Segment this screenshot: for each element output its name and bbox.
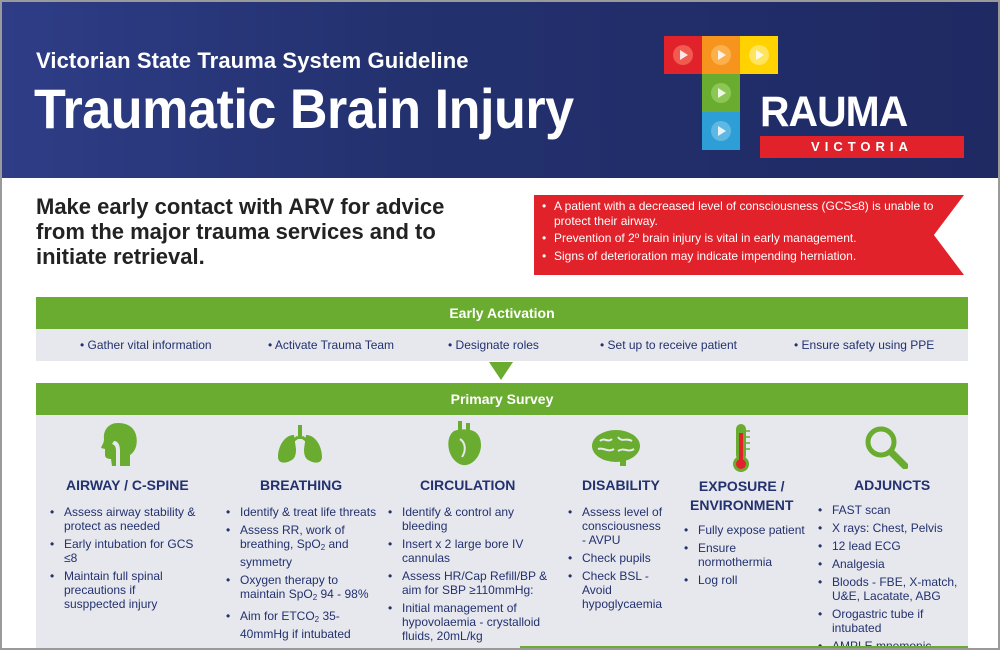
circulation-item: Insert x 2 large bore IV cannulas [388,537,558,565]
page-title: Traumatic Brain Injury [34,77,574,140]
breathing-heading: BREATHING [260,477,343,493]
thermometer-icon [733,424,750,472]
alert-item: Signs of deterioration may indicate impe… [542,249,942,264]
activation-item: • Ensure safety using PPE [794,338,935,352]
adjuncts-item: AMPLE mnemonic [818,639,968,648]
trauma-victoria-logo: RAUMA VICTORIA [664,36,964,158]
alert-banner: A patient with a decreased level of cons… [534,195,964,275]
breathing-item: Oxygen therapy to maintain SpO2 94 - 98% [226,573,386,605]
circulation-item: Assess HR/Cap Refill/BP & aim for SBP ≥1… [388,569,558,597]
early-activation-header: Early Activation [36,297,968,329]
activation-item: • Gather vital information [80,338,212,352]
adjuncts-item: Analgesia [818,557,968,571]
adjuncts-heading: ADJUNCTS [854,477,931,493]
flow-arrow-icon [489,362,513,380]
breathing-item: Assess RR, work of breathing, SpO2 and s… [226,523,386,569]
circulation-heading: CIRCULATION [420,477,516,493]
logo-subtitle: VICTORIA [760,136,964,158]
adjuncts-item: 12 lead ECG [818,539,968,553]
disability-heading: DISABILITY [582,477,660,493]
airway-heading: AIRWAY / C-SPINE [66,477,189,493]
header-banner: Victorian State Trauma System Guideline … [2,2,998,178]
logo-tile-blue [702,112,740,150]
breathing-item: Identify & treat life threats [226,505,386,519]
adjuncts-item: X rays: Chest, Pelvis [818,521,968,535]
disability-item: Check pupils [568,551,668,565]
alert-item: Prevention of 2º brain injury is vital i… [542,231,942,246]
brain-icon [592,430,640,466]
breathing-item: Aim for ETCO2 35-40mmHg if intubated [226,609,386,641]
primary-survey-panel: AIRWAY / C-SPINE Assess airway stability… [36,415,968,648]
adjuncts-item: Orogastric tube if intubated [818,607,968,635]
logo-tile-yellow [740,36,778,74]
airway-item: Maintain full spinal precautions if susp… [50,569,200,611]
adjuncts-item: FAST scan [818,503,968,517]
logo-wordmark: RAUMA [760,88,908,136]
primary-survey-header: Primary Survey [36,383,968,415]
head-airway-icon [101,423,137,466]
exposure-heading: EXPOSURE /ENVIRONMENT [690,478,794,513]
early-activation-row: • Gather vital information • Activate Tr… [36,329,968,361]
circulation-item: Initial management of hypovolaemia - cry… [388,601,558,643]
logo-tile-orange [702,36,740,74]
next-section-strip [520,646,968,648]
logo-tile-green [702,74,740,112]
header-kicker: Victorian State Trauma System Guideline [36,48,469,73]
logo-tile-red [664,36,702,74]
airway-item: Early intubation for GCS ≤8 [50,537,200,565]
exposure-item: Log roll [684,573,806,587]
intro-statement: Make early contact with ARV for advice f… [36,194,445,269]
airway-item: Assess airway stability & protect as nee… [50,505,200,533]
exposure-item: Fully expose patient [684,523,806,537]
activation-item: • Activate Trauma Team [268,338,395,352]
heart-icon [448,421,481,466]
disability-item: Assess level of consciousness - AVPU [568,505,668,547]
lungs-icon [278,425,322,463]
alert-item: A patient with a decreased level of cons… [542,199,942,228]
activation-item: • Set up to receive patient [600,338,737,352]
exposure-item: Ensure normothermia [684,541,806,569]
adjuncts-item: Bloods - FBE, X-match, U&E, Lacatate, AB… [818,575,968,603]
activation-item: • Designate roles [448,338,539,352]
circulation-item: Identify & control any bleeding [388,505,558,533]
disability-item: Check BSL - Avoid hypoglycaemia [568,569,668,611]
magnifier-icon [865,426,908,469]
